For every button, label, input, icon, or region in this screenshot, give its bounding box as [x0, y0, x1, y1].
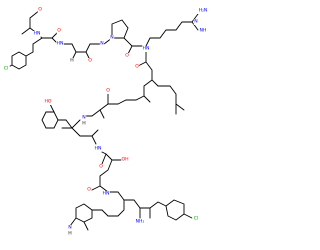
atom-label-nh2: NH₂: [136, 219, 145, 225]
atom-label-background: [109, 35, 115, 41]
atom-label-background: [94, 146, 102, 152]
atom-label-background: [33, 31, 41, 37]
atom-label-background: [142, 46, 150, 52]
atom-label-background: [81, 121, 87, 127]
atom-label-background: [121, 157, 129, 163]
atom-label-guan-h2n: H₂N: [199, 8, 208, 14]
atom-label-background: [199, 28, 207, 34]
atom-label-background: [56, 28, 62, 34]
atom-label-h-4: H: [82, 121, 85, 127]
atom-label-background: [192, 216, 200, 222]
atom-label-h-trp: H: [68, 231, 71, 237]
atom-label-background: [81, 115, 87, 121]
atom-label-background: [44, 99, 52, 105]
atom-label-hn-3: HN: [143, 46, 150, 52]
atom-labels: OHNClOHNONHH₂NNHNNOOHNHONHOHNOHOHNNHONH₂…: [2, 7, 209, 237]
atom-label-background: [193, 19, 199, 25]
atom-label-ac-hn: HN: [34, 31, 41, 37]
atom-label-hn-2: H: [70, 58, 73, 64]
atom-label-guan-n: N: [194, 19, 197, 25]
atom-label-background: [67, 225, 73, 231]
atom-label-o-3: O: [125, 53, 129, 59]
atom-label-n-4: N: [82, 115, 85, 121]
atom-label-ac-o: O: [38, 7, 42, 13]
atom-label-ho-tyr: HO: [44, 99, 51, 105]
atom-label-background: [69, 58, 75, 64]
atom-label-background: [2, 66, 10, 72]
atom-label-background: [134, 219, 146, 225]
atom-label-background: [105, 88, 111, 94]
atom-label-guan-nh: NH: [200, 28, 207, 34]
atom-label-n-trp: N: [68, 225, 71, 231]
atom-label-o-6: O: [99, 164, 103, 170]
atom-label-o-2: O: [88, 58, 92, 64]
atom-label-background: [124, 53, 130, 59]
atom-label-background: [86, 187, 92, 193]
atom-label-o-1: O: [57, 28, 61, 34]
atom-label-background: [98, 164, 104, 170]
atom-label-o-5: O: [106, 88, 110, 94]
atom-label-background: [87, 58, 93, 64]
atom-label-background: [102, 191, 110, 197]
atom-label-o-4: O: [135, 64, 139, 70]
atom-label-background: [67, 231, 73, 237]
atom-label-background: [37, 7, 43, 13]
atom-label-hn-1: HN: [57, 41, 64, 47]
atom-label-cl-bottom: Cl: [194, 216, 198, 222]
structural-formula: OHNClOHNONHH₂NNHNNOOHNHONHOHNOHOHNNHONH₂…: [2, 7, 209, 237]
atom-label-hn-5: HN: [95, 146, 102, 152]
atom-label-n-pro: N: [110, 35, 113, 41]
atom-label-n-2: N: [100, 41, 103, 47]
atom-label-background: [99, 41, 105, 47]
atom-label-background: [197, 8, 209, 14]
bonds: [6, 9, 199, 231]
atom-label-background: [134, 64, 140, 70]
atom-label-o-7: O: [87, 187, 91, 193]
atom-label-hn-6: HN: [103, 191, 110, 197]
atom-label-oh-ser: OH: [121, 157, 128, 163]
atom-label-cl-top: Cl: [4, 66, 8, 72]
atom-label-background: [56, 41, 64, 47]
